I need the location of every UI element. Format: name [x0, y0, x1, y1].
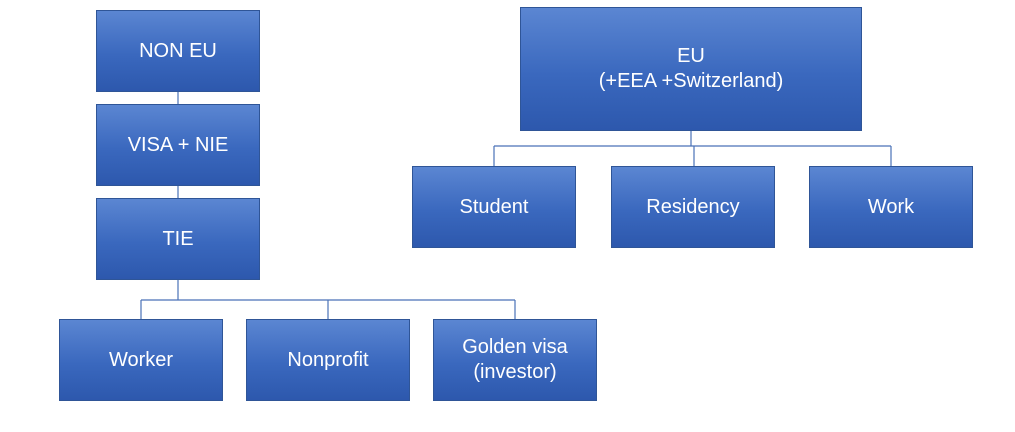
node-nonprofit-label: Nonprofit — [287, 348, 369, 371]
node-residency: Residency — [611, 166, 775, 248]
node-worker: Worker — [59, 319, 223, 401]
node-visa-nie: VISA + NIE — [96, 104, 260, 186]
node-golden-visa: Golden visa (investor) — [433, 319, 597, 401]
node-student-label: Student — [459, 195, 529, 218]
node-non-eu-label: NON EU — [139, 39, 217, 62]
node-tie-label: TIE — [162, 227, 194, 250]
node-work-label: Work — [867, 195, 915, 218]
node-nonprofit: Nonprofit — [246, 319, 410, 401]
node-tie: TIE — [96, 198, 260, 280]
node-worker-label: Worker — [108, 348, 174, 371]
node-golden-visa-sublabel: (investor) — [473, 361, 557, 383]
node-golden-visa-label: Golden visa — [462, 336, 568, 358]
node-work: Work — [809, 166, 973, 248]
node-visa-nie-label: VISA + NIE — [127, 133, 229, 156]
node-eu: EU (+EEA +Switzerland) — [520, 7, 862, 131]
node-student: Student — [412, 166, 576, 248]
node-eu-label: EU — [677, 45, 705, 67]
node-eu-sublabel: (+EEA +Switzerland) — [598, 70, 784, 92]
node-residency-label: Residency — [646, 195, 740, 218]
node-non-eu: NON EU — [96, 10, 260, 92]
